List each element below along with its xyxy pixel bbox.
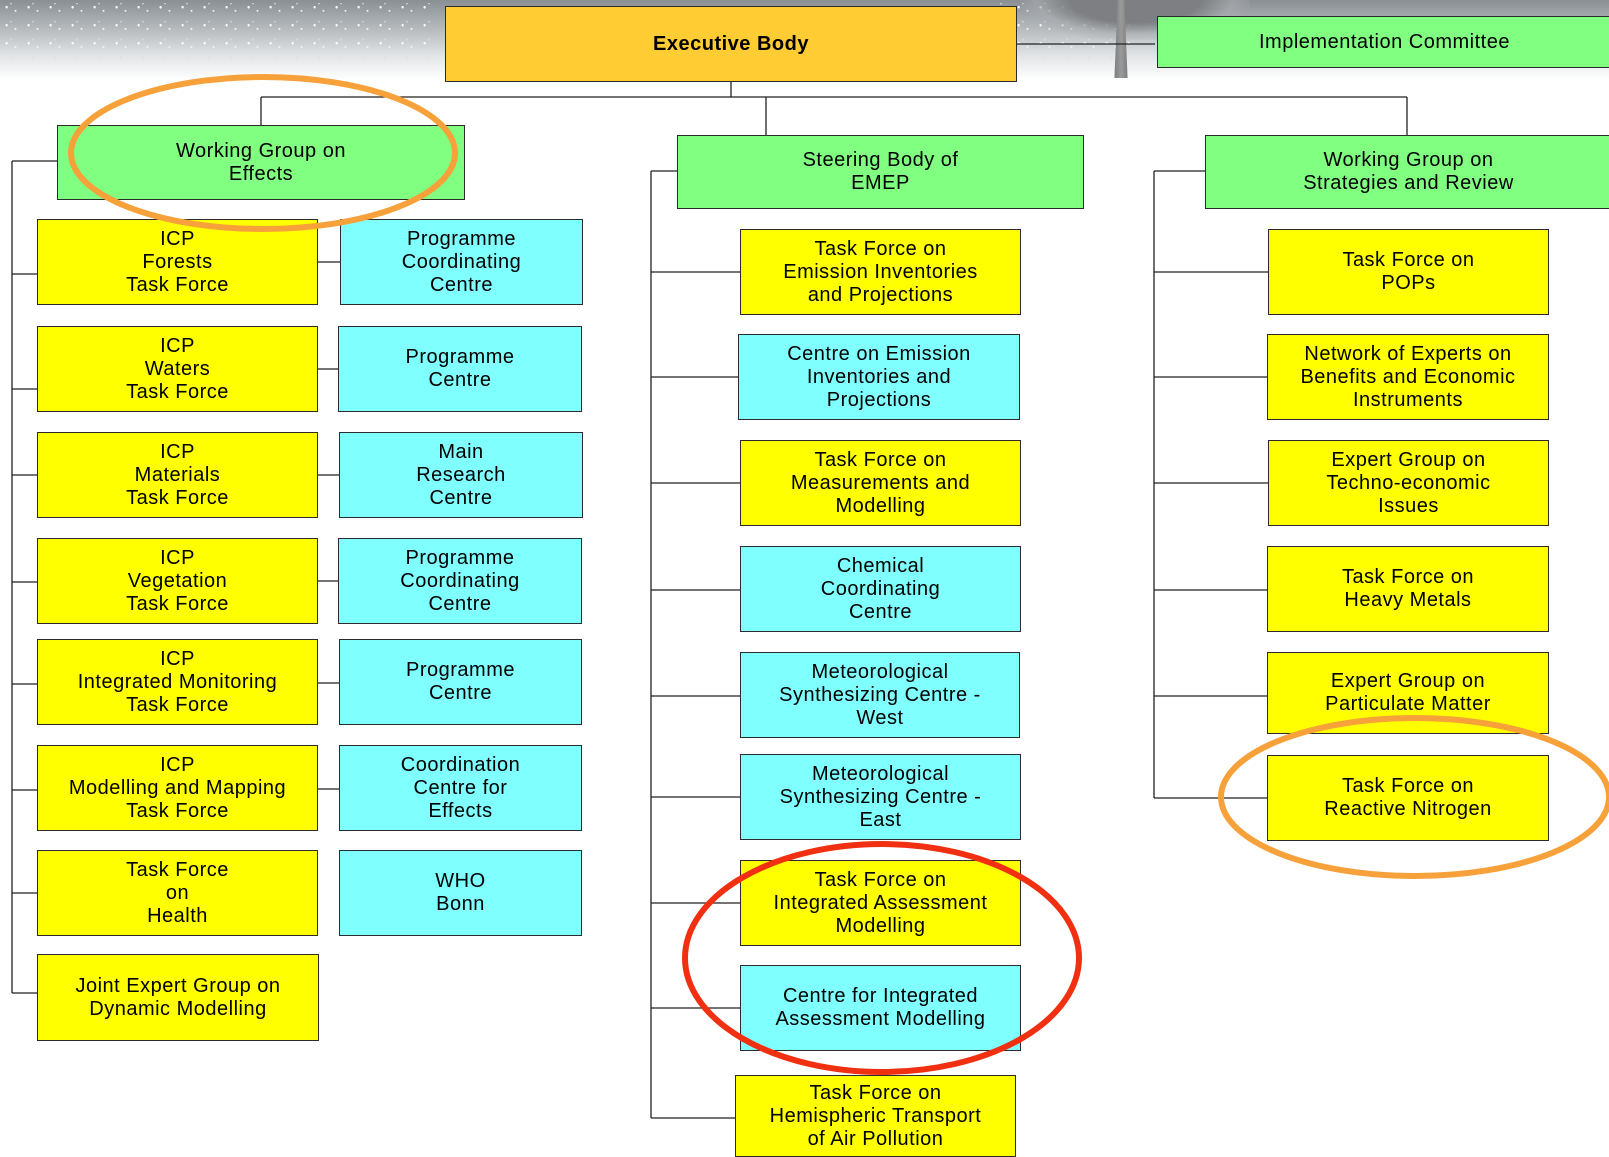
effects-centre-box: WHO Bonn [339, 850, 582, 936]
emep-task-force-box: Task Force on Measurements and Modelling [740, 440, 1021, 526]
implementation-committee-box: Implementation Committee [1157, 16, 1609, 68]
emep-task-force-box: Task Force on Integrated Assessment Mode… [740, 860, 1021, 946]
effects-centre-box: Programme Coordinating Centre [340, 219, 583, 305]
emep-centre-box: Centre on Emission Inventories and Proje… [738, 334, 1020, 420]
effects-centre-box: Programme Centre [338, 326, 582, 412]
effects-task-force-box: ICP Vegetation Task Force [37, 538, 318, 624]
strategies-item-box: Task Force on Heavy Metals [1267, 546, 1549, 632]
working-group-effects-box: Working Group on Effects [57, 125, 465, 200]
emep-task-force-box: Task Force on Emission Inventories and P… [740, 229, 1021, 315]
strategies-item-box: Expert Group on Techno-economic Issues [1268, 440, 1549, 526]
effects-task-force-box: Joint Expert Group on Dynamic Modelling [37, 954, 319, 1041]
strategies-item-box: Task Force on POPs [1268, 229, 1549, 315]
emep-centre-box: Centre for Integrated Assessment Modelli… [740, 965, 1021, 1051]
effects-centre-box: Programme Coordinating Centre [338, 538, 582, 624]
strategies-item-box: Network of Experts on Benefits and Econo… [1267, 334, 1549, 420]
effects-centre-box: Programme Centre [339, 639, 582, 725]
effects-task-force-box: ICP Integrated Monitoring Task Force [37, 639, 318, 725]
emep-task-force-box: Task Force on Hemispheric Transport of A… [735, 1075, 1016, 1157]
steering-body-emep-box: Steering Body of EMEP [677, 135, 1084, 209]
emep-centre-box: Meteorological Synthesizing Centre - Wes… [740, 652, 1020, 738]
effects-task-force-box: ICP Waters Task Force [37, 326, 318, 412]
working-group-strategies-box: Working Group on Strategies and Review [1205, 135, 1609, 209]
strategies-item-box: Task Force on Reactive Nitrogen [1267, 755, 1549, 841]
effects-centre-box: Coordination Centre for Effects [339, 745, 582, 831]
strategies-item-box: Expert Group on Particulate Matter [1267, 652, 1549, 734]
effects-task-force-box: ICP Materials Task Force [37, 432, 318, 518]
executive-body-box: Executive Body [445, 6, 1017, 82]
effects-task-force-box: Task Force on Health [37, 850, 318, 936]
effects-task-force-box: ICP Modelling and Mapping Task Force [37, 745, 318, 831]
effects-task-force-box: ICP Forests Task Force [37, 219, 318, 305]
effects-centre-box: Main Research Centre [339, 432, 583, 518]
emep-centre-box: Meteorological Synthesizing Centre - Eas… [740, 754, 1021, 840]
emep-centre-box: Chemical Coordinating Centre [740, 546, 1021, 632]
